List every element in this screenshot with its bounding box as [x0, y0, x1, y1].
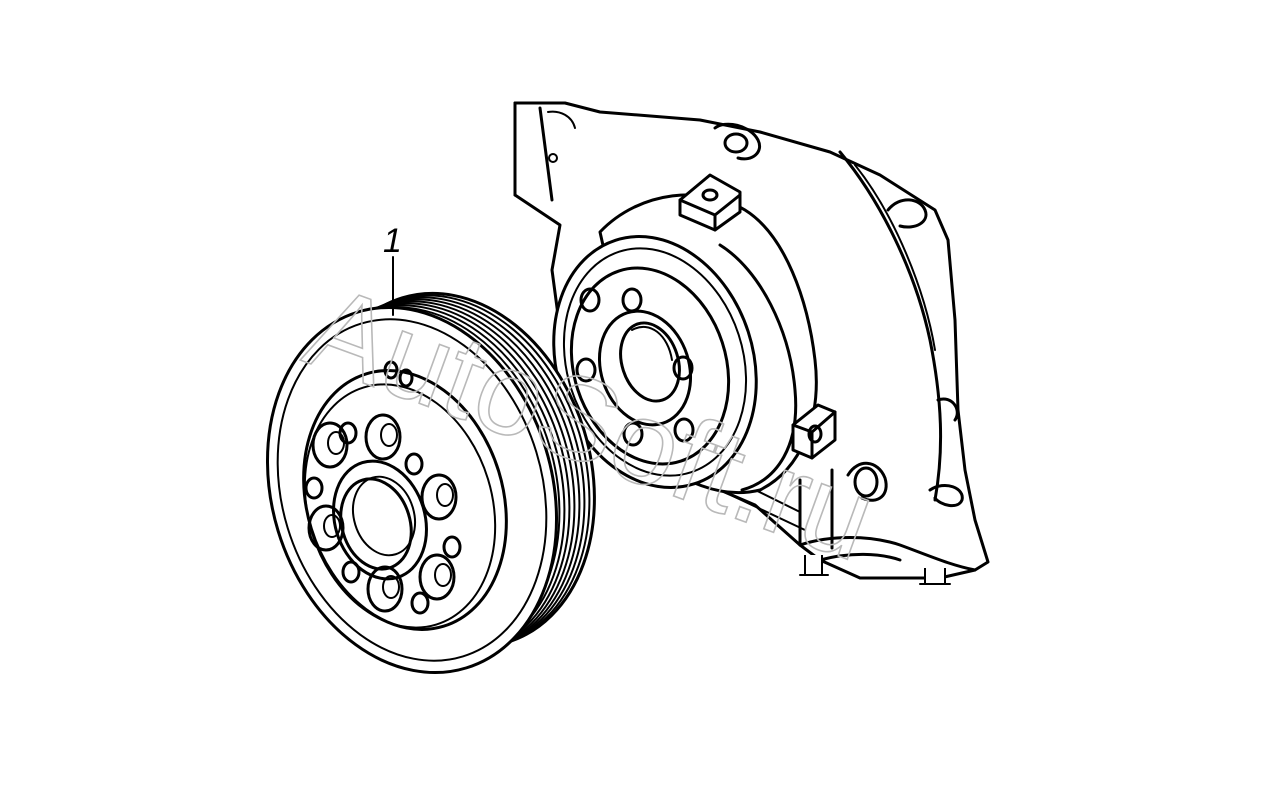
callout-1: 1 — [383, 222, 402, 316]
callout-number: 1 — [383, 222, 402, 260]
damper-pulley — [265, 291, 596, 675]
sensor-mount-top — [678, 173, 742, 232]
pulley-small-holes — [304, 421, 462, 615]
sensor-mount-side — [791, 403, 837, 460]
pulley-bolt-holes — [307, 413, 458, 613]
engine-front-cover — [513, 101, 990, 585]
housing-bolt-holes — [575, 287, 695, 447]
